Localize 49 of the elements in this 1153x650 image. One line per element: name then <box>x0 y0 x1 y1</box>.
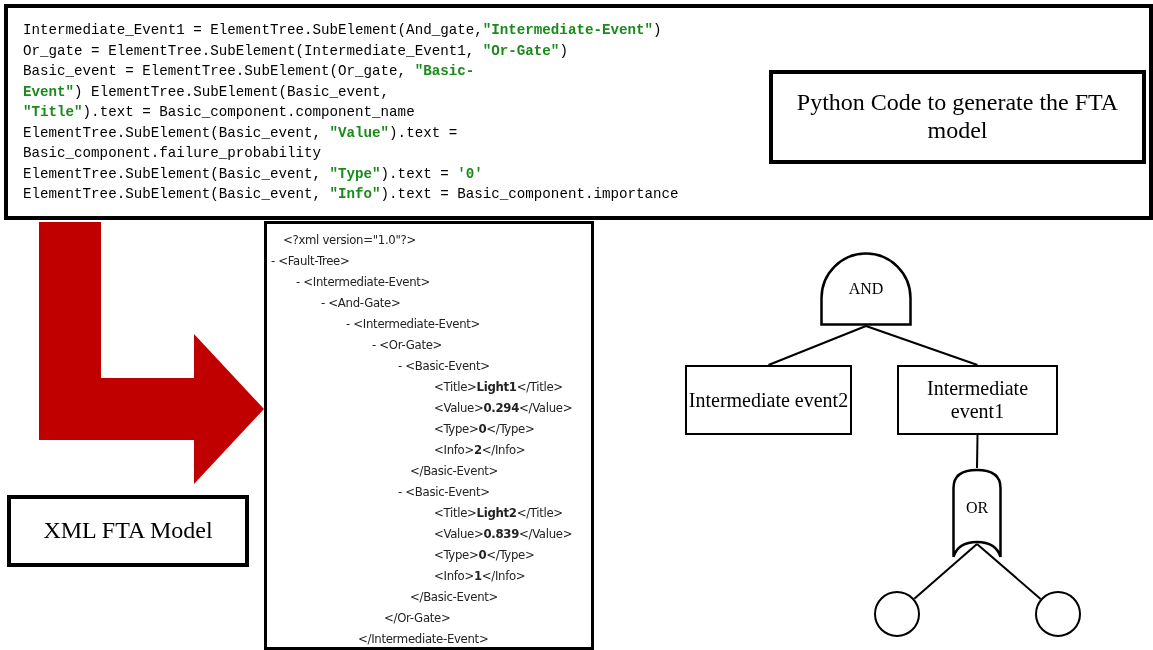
caption-box <box>7 495 249 567</box>
connector-line <box>865 325 979 366</box>
xml-line: - <Or-Gate> <box>372 336 443 354</box>
event-box <box>685 365 852 435</box>
xml-line: <Value>0.839</Value> <box>434 525 573 543</box>
gate-label: AND <box>848 279 884 299</box>
connector-line <box>767 325 867 366</box>
connector-line <box>976 543 1042 600</box>
code-panel <box>4 4 1153 220</box>
xml-line: </Intermediate-Event> <box>358 630 489 648</box>
xml-line: <Type>0</Type> <box>434 420 535 438</box>
xml-line: </Basic-Event> <box>410 462 499 480</box>
xml-panel <box>264 221 594 650</box>
gate-label: OR <box>965 498 989 518</box>
code-line: ElementTree.SubElement(Basic_event, "Info").text = Basic_component.importance <box>23 185 679 204</box>
xml-line: - <Intermediate-Event> <box>296 273 431 291</box>
xml-line: </Or-Gate> <box>384 609 451 627</box>
event-label: Intermediate event2 <box>688 388 849 412</box>
code-line: ElementTree.SubElement(Basic_event, "Type").text = '0' <box>23 164 483 184</box>
event-box <box>897 365 1058 435</box>
basic-event-circle <box>874 591 920 637</box>
connector-line <box>913 543 978 600</box>
caption-text: Python Code to generate the FTA model <box>795 89 1120 145</box>
xml-line: <Type>0</Type> <box>434 546 535 564</box>
xml-line: - <Basic-Event> <box>398 357 490 375</box>
xml-line: - <Fault-Tree> <box>271 252 350 270</box>
basic-event-circle <box>1035 591 1081 637</box>
code-line: ElementTree.SubElement(Basic_event, "Value").text = <box>23 123 458 143</box>
code-line: Basic_component.failure_probability <box>23 144 321 163</box>
xml-line: - <Basic-Event> <box>398 483 490 501</box>
code-line: Event") ElementTree.SubElement(Basic_event, <box>23 82 390 102</box>
event-label: Intermediate event1 <box>925 377 1030 423</box>
xml-line: <?xml version="1.0"?> <box>283 231 416 249</box>
code-line: Intermediate_Event1 = ElementTree.SubElement(And_gate,"Intermediate-Event") <box>23 21 662 40</box>
xml-line: <Info>1</Info> <box>434 567 526 585</box>
code-line: "Title").text = Basic_component.component_name <box>23 103 415 122</box>
xml-line: <Value>0.294</Value> <box>434 399 573 417</box>
xml-line: <Title>Light1</Title> <box>434 378 563 396</box>
and-gate <box>820 252 912 326</box>
connector-line <box>976 434 979 469</box>
code-line: Or_gate = ElementTree.SubElement(Intermediate_Event1, "Or-Gate") <box>23 41 568 61</box>
caption-box <box>769 70 1146 164</box>
xml-line: <Info>2</Info> <box>434 441 526 459</box>
xml-line: - <Intermediate-Event> <box>346 315 481 333</box>
caption-text: XML FTA Model <box>43 517 213 545</box>
xml-line: </Basic-Event> <box>410 588 499 606</box>
code-line: Basic_event = ElementTree.SubElement(Or_gate, "Basic- <box>23 62 475 81</box>
xml-line: - <And-Gate> <box>321 294 401 312</box>
xml-line: <Title>Light2</Title> <box>434 504 563 522</box>
